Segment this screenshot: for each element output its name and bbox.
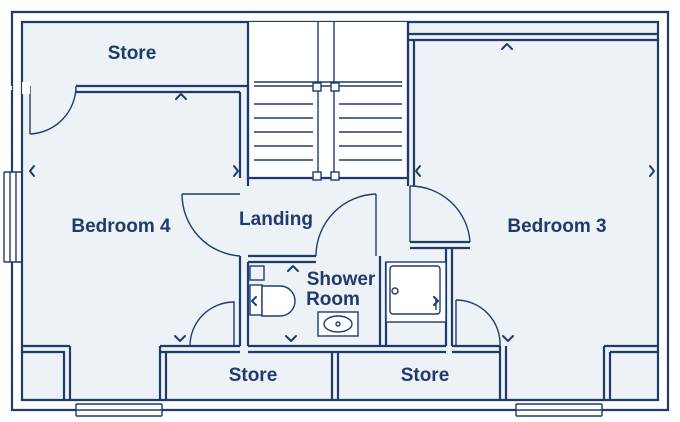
staircase-icon: [246, 22, 410, 181]
room-label-shower-line1: Shower: [307, 269, 376, 290]
direction-marker-icon: [29, 43, 655, 342]
sink-icon: [317, 311, 359, 337]
room-label-shower-line2: Room: [306, 289, 360, 310]
room-label-bedroom-4: Bedroom 4: [71, 216, 171, 237]
room-label-store-bottom-right: Store: [401, 365, 450, 386]
shower-tray-icon: [385, 261, 447, 323]
room-label-store-bottom-left: Store: [229, 365, 278, 386]
room-label-store-top: Store: [108, 43, 157, 64]
toilet-icon: [249, 265, 296, 317]
door-swing-icon: [22, 82, 501, 347]
window-icon: [0, 86, 603, 418]
outer-wall: [10, 10, 670, 412]
room-label-landing: Landing: [239, 209, 313, 230]
room-label-bedroom-3: Bedroom 3: [507, 216, 606, 237]
